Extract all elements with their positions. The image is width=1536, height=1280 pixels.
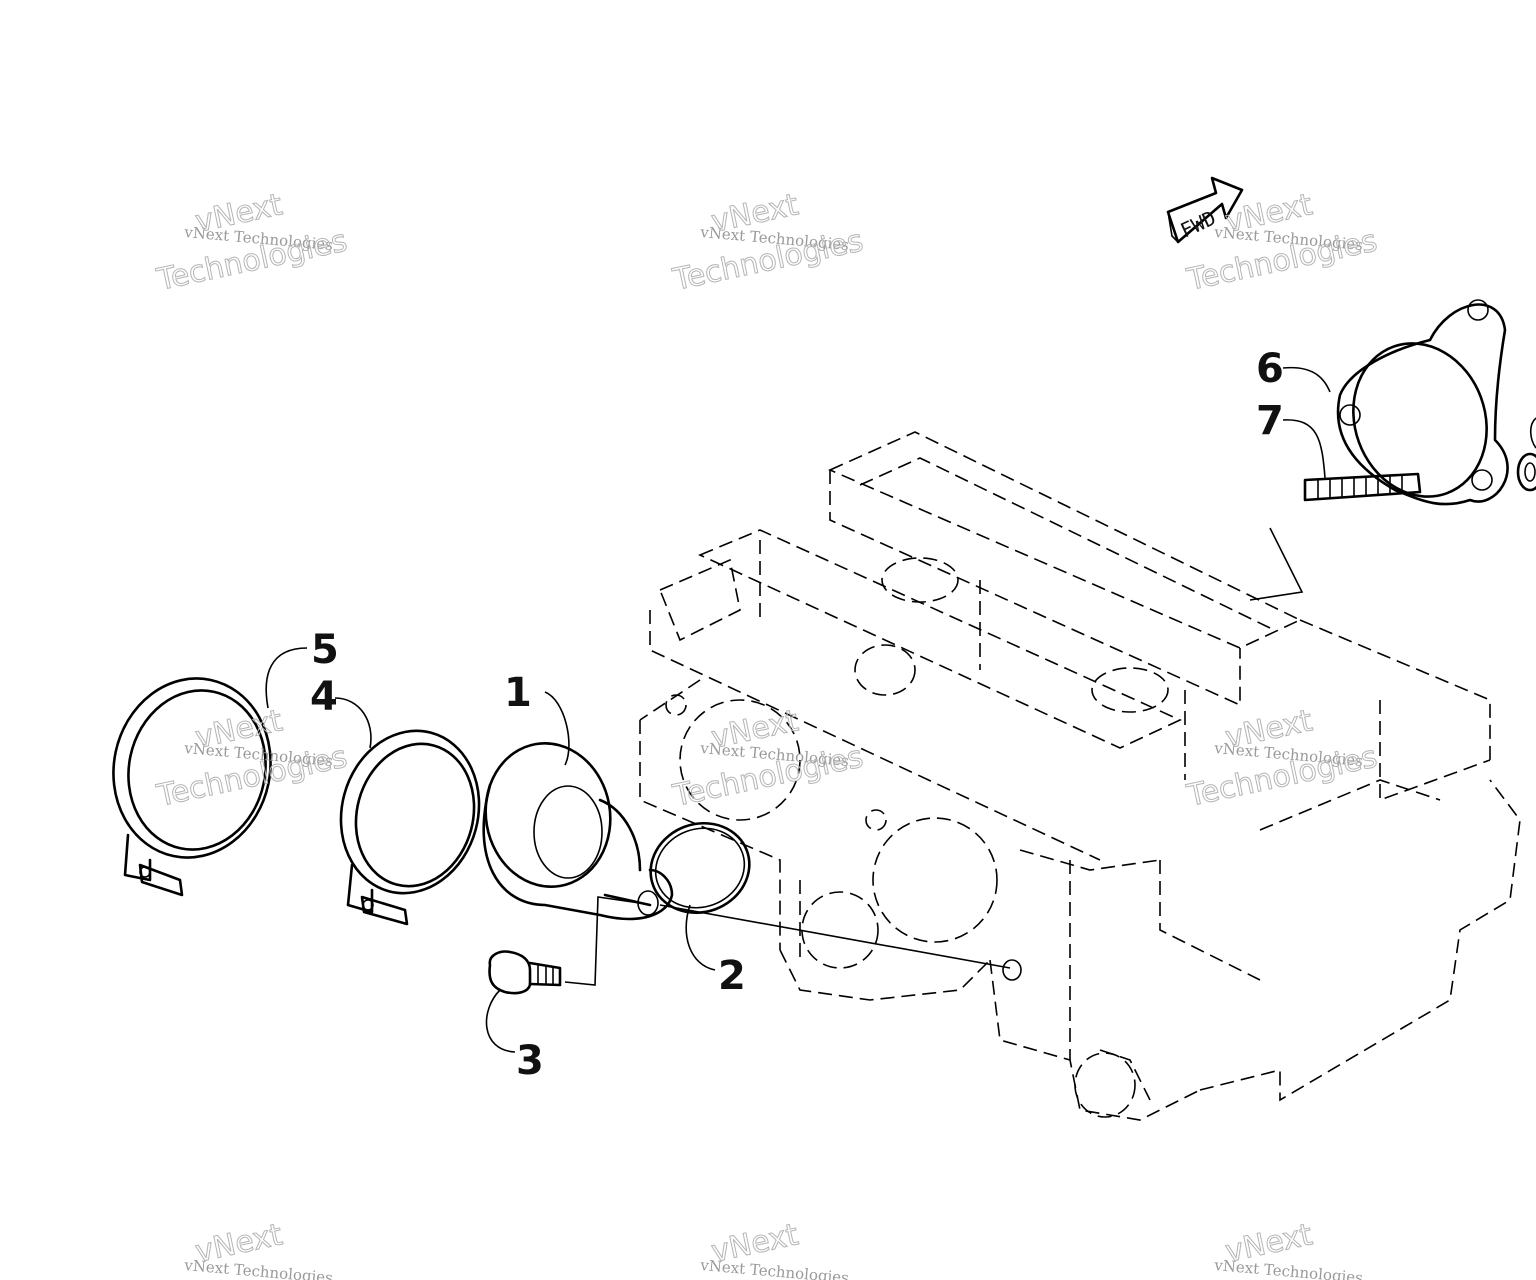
stud-part [1249,472,1422,601]
watermark: vNext Technologies vNext Technologies [669,703,867,815]
watermark: vNext Technologies vNext [183,1217,334,1280]
callout-2: 2 [718,953,746,999]
callout-numbers: 1 2 3 4 5 6 7 [310,346,1284,1084]
callout-1: 1 [504,670,532,716]
hose-clamp-part [339,729,481,926]
hose-clamp-large-part [112,677,272,897]
watermark: vNext Technologies vNext [699,1217,850,1280]
callout-3: 3 [516,1038,544,1084]
watermark: vNext Technologies vNext Technologies [1183,703,1381,815]
engine-block-outline [639,431,1521,1121]
callout-7: 7 [1256,398,1284,444]
watermark: vNext Technologies vNext Technologies [669,187,867,299]
callout-4: 4 [310,674,338,720]
flange-gasket-part [1336,299,1509,506]
watermark: vNext Technologies vNext [1213,1217,1364,1280]
water-outlet-elbow-part [482,741,674,921]
callout-5: 5 [311,627,339,673]
leader-lines [265,366,1331,1053]
callout-6: 6 [1256,346,1284,392]
bolt-part [488,950,562,995]
watermark: vNext Technologies vNext Technologies [153,187,351,299]
washer-partial [1516,417,1536,492]
o-ring-part [649,821,751,915]
watermarks: vNext Technologies vNext Technologies vN… [153,187,1381,1280]
